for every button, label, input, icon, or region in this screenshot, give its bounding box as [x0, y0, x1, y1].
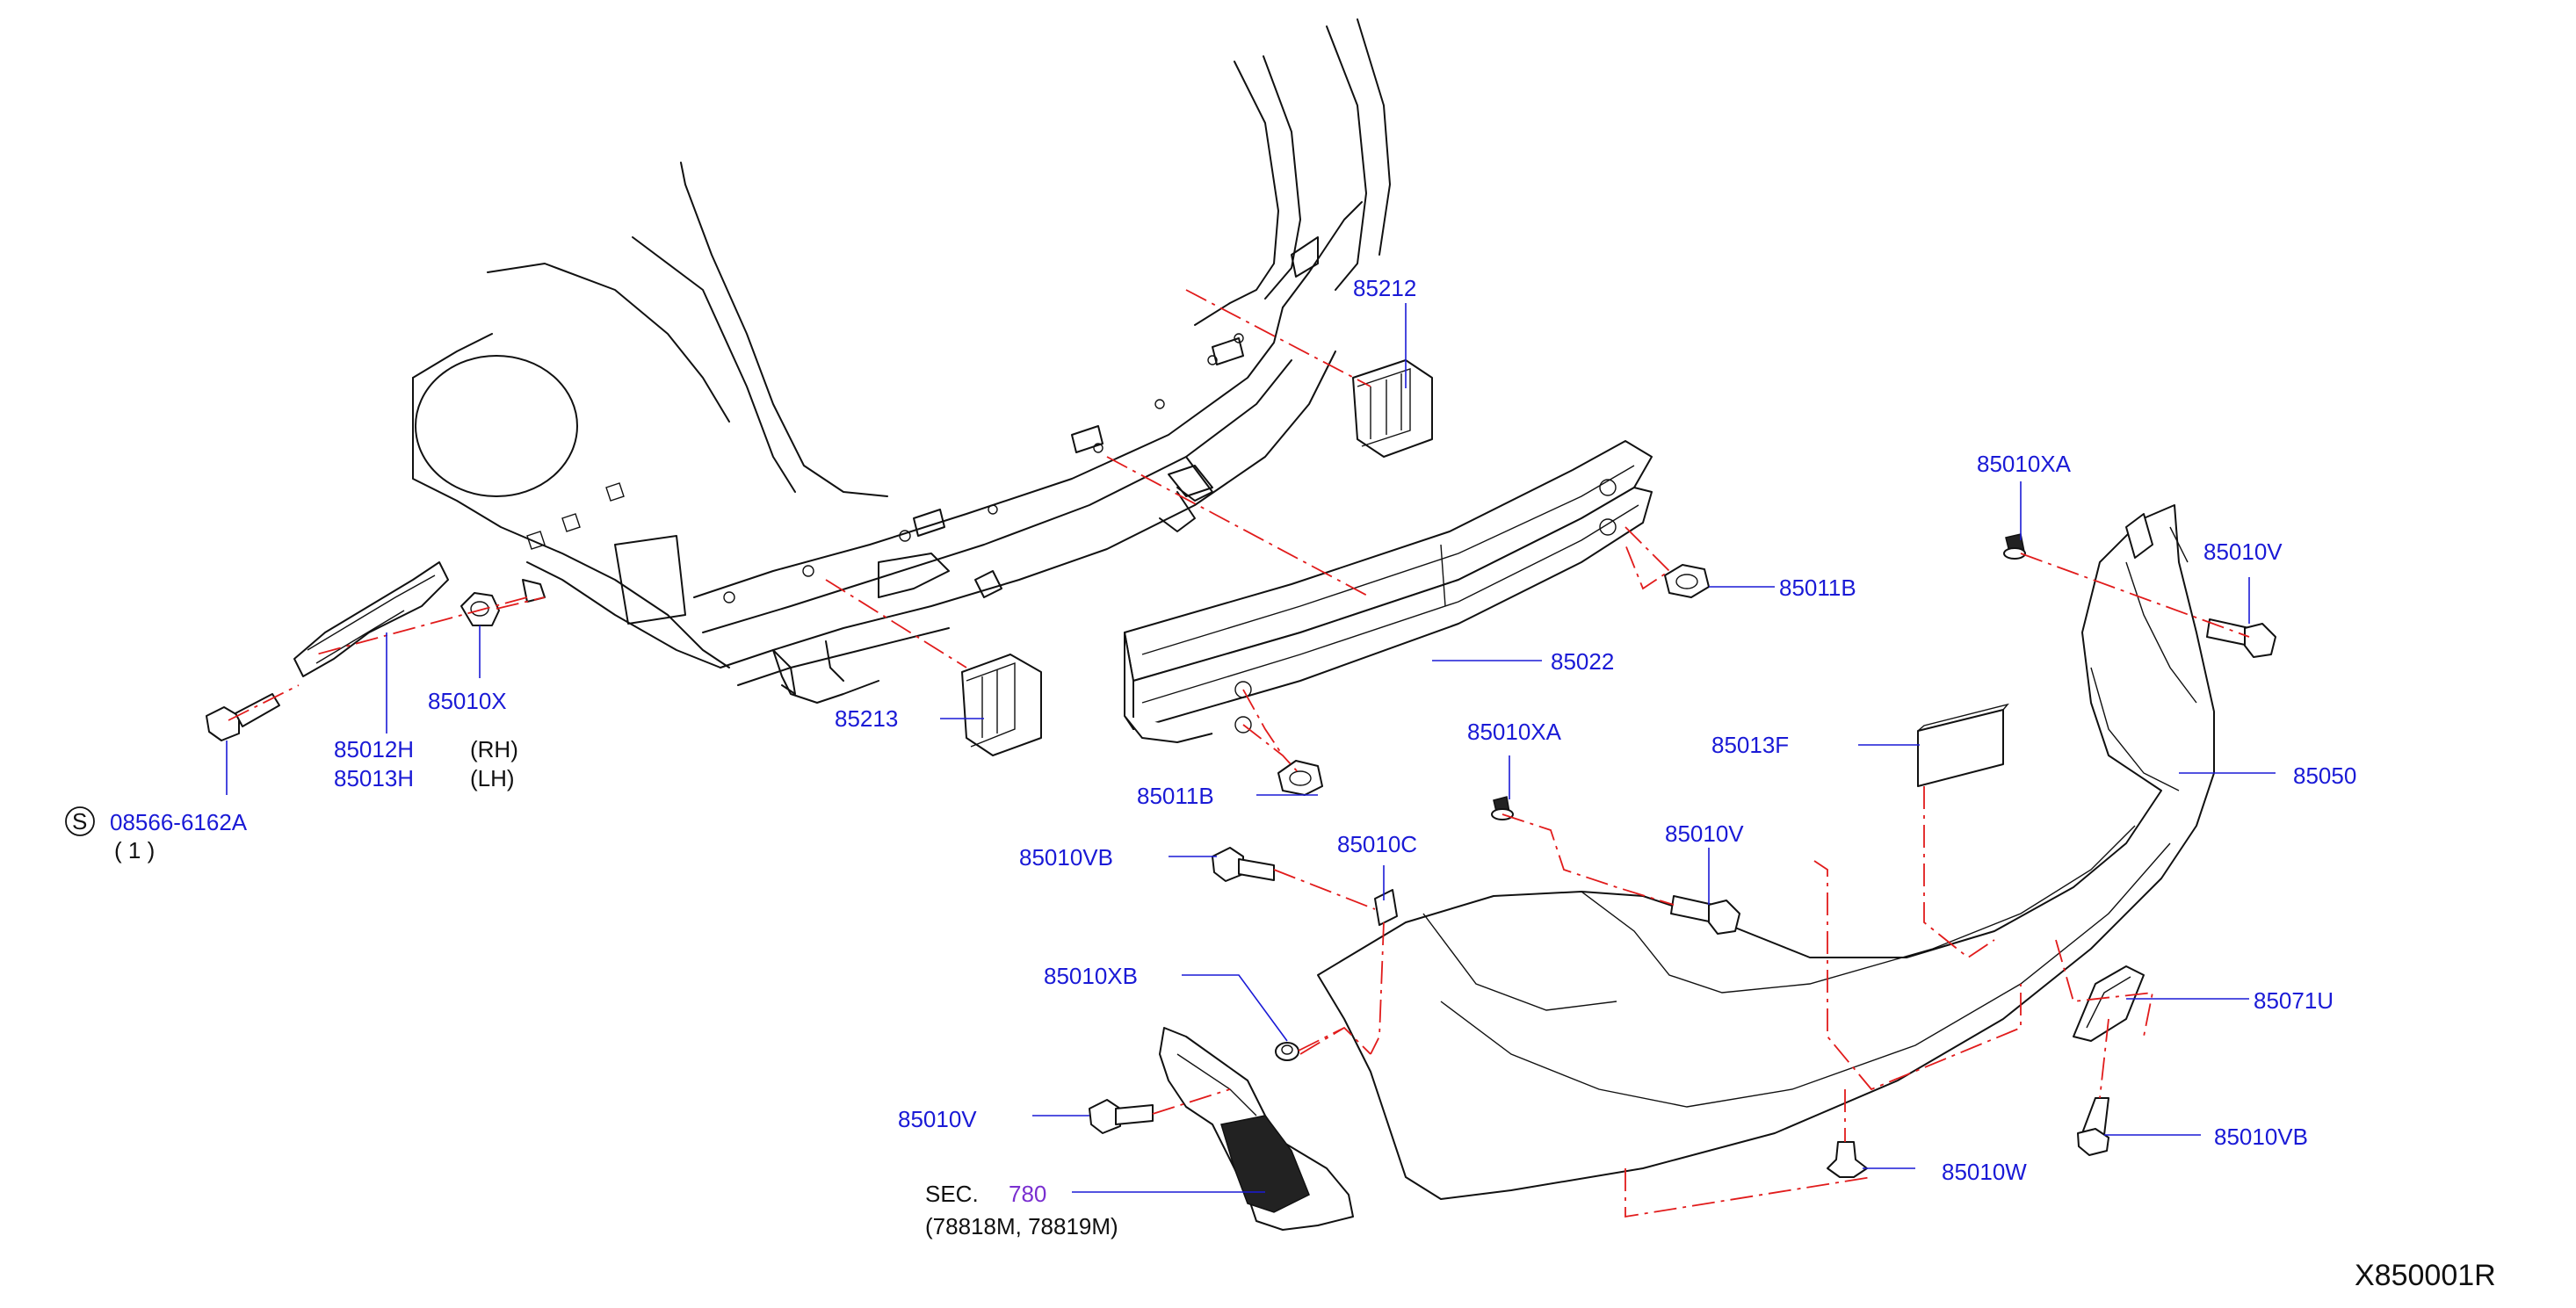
- label-85013H: 85013H: [334, 765, 414, 791]
- splash-guard-78818M: [1159, 1027, 1354, 1231]
- label-85010V-top: 85010V: [2203, 538, 2283, 565]
- label-85010W: 85010W: [1942, 1159, 2027, 1185]
- label-85010VB-right: 85010VB: [2214, 1124, 2308, 1150]
- clip-85010X: [460, 592, 500, 626]
- bracket-85012H: [293, 561, 449, 677]
- label-85010V-left: 85010V: [898, 1106, 977, 1132]
- bolt-85010V-left: [1089, 1099, 1154, 1134]
- label-85013F: 85013F: [1711, 732, 1789, 758]
- bolt-85010V-mid: [1670, 895, 1740, 935]
- label-85010XB: 85010XB: [1044, 963, 1138, 989]
- label-85050: 85050: [2293, 762, 2356, 789]
- label-sec: SEC.: [925, 1181, 979, 1207]
- pad-85013F: [1917, 703, 2009, 787]
- label-85011B-top: 85011B: [1779, 575, 1856, 601]
- label-lh: (LH): [470, 765, 515, 791]
- label-85010C: 85010C: [1337, 831, 1417, 857]
- clip-85010XB: [1275, 1042, 1299, 1061]
- label-85010XA-mid: 85010XA: [1467, 719, 1562, 745]
- label-85012H: 85012H: [334, 736, 414, 762]
- reinforcement-85022: [1124, 440, 1653, 743]
- nut-85011B-bottom: [1277, 760, 1323, 796]
- labels: 85212 85213 85022 85011B 85011B 85010XA …: [65, 275, 2496, 1292]
- bracket-85213: [961, 654, 1042, 756]
- screw-08566: [206, 693, 280, 741]
- label-quantity: ( 1 ): [114, 837, 155, 864]
- label-85213: 85213: [835, 705, 898, 732]
- clip-85010C: [1374, 889, 1398, 926]
- bolt-85010VB-right: [2077, 1097, 2109, 1156]
- panel-studs: [723, 333, 1244, 603]
- bumper-fascia-85050: [1317, 504, 2215, 1200]
- nut-85011B-top: [1664, 564, 1710, 598]
- label-85010VB-left: 85010VB: [1019, 844, 1113, 871]
- label-08566-6162A: 08566-6162A: [110, 809, 248, 835]
- clip-85010XA-mid: [1491, 796, 1514, 820]
- bolt-85010VB-left: [1212, 847, 1275, 882]
- leader-lines: [226, 303, 2276, 1193]
- bracket-85212: [1352, 359, 1433, 458]
- label-85011B-bottom: 85011B: [1137, 783, 1214, 809]
- label-85010XA-top: 85010XA: [1977, 451, 2072, 477]
- standard-part-circle: [65, 806, 95, 836]
- label-rh: (RH): [470, 736, 518, 762]
- label-85071U: 85071U: [2254, 987, 2334, 1014]
- clip-85010XA-top: [2003, 533, 2026, 560]
- alignment-lines: [228, 289, 2250, 1218]
- label-85010V-mid: 85010V: [1665, 820, 1744, 847]
- label-sec-number: 780: [1009, 1181, 1046, 1207]
- label-85212: 85212: [1353, 275, 1416, 301]
- label-85010X: 85010X: [428, 688, 507, 714]
- label-sec-parts: (78818M, 78819M): [925, 1213, 1118, 1239]
- rear-body-panel: [412, 18, 1391, 704]
- standard-part-symbol: S: [72, 808, 87, 835]
- label-85022: 85022: [1551, 648, 1614, 675]
- clip-85010W: [1827, 1141, 1868, 1178]
- bracket-85071U: [2073, 965, 2145, 1042]
- diagram-id: X850001R: [2355, 1259, 2496, 1292]
- bolt-85010V-top: [2206, 618, 2276, 658]
